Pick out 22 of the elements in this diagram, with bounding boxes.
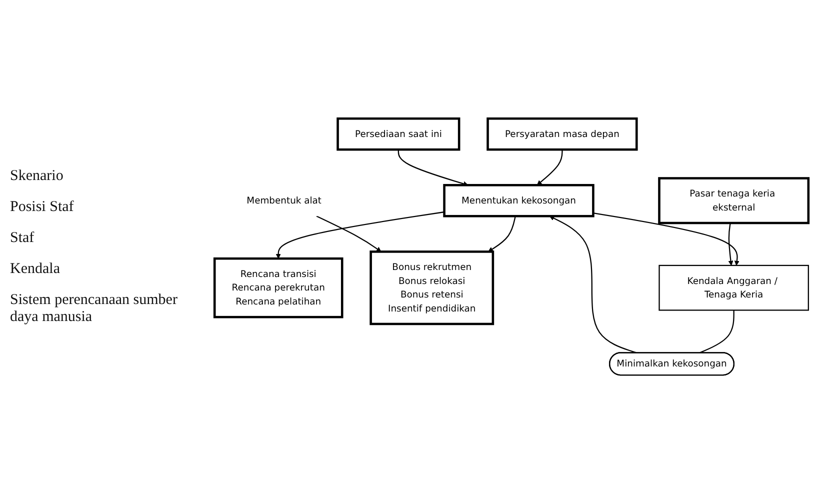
node-text: Membentuk alat [246,195,322,206]
node-box: Persediaan saat ini [336,118,460,151]
arrow [593,212,740,266]
note-text: Posisi Staf [10,199,75,216]
arrow [276,212,444,259]
arrow [728,223,734,266]
note-text: Skenario [10,168,64,185]
arrow [316,216,382,252]
node-box: Persyaratan masa depan [486,118,638,151]
note-text: Staf [10,230,36,247]
arrow [398,150,468,186]
arrow [488,216,516,252]
node-box: Rencana transisi Rencana perekrutan Rencana pelatihan [213,258,344,318]
arrow [549,216,638,354]
node-box: Pasar tenaga keria eksternal [658,177,810,224]
node-box: Kendala Anggaran / Tenaga Keria [658,265,809,311]
node-box: Menentukan kekosongan [443,184,594,218]
connector [699,310,734,354]
note-text: Kendala [10,261,61,278]
node-box: Bonus rekrutmen Bonus relokasi Bonus retensi Insentif pendidikan [370,250,494,326]
arrow [536,150,563,186]
note-text: Sistem perencanaan sumber daya manusia [10,292,178,326]
